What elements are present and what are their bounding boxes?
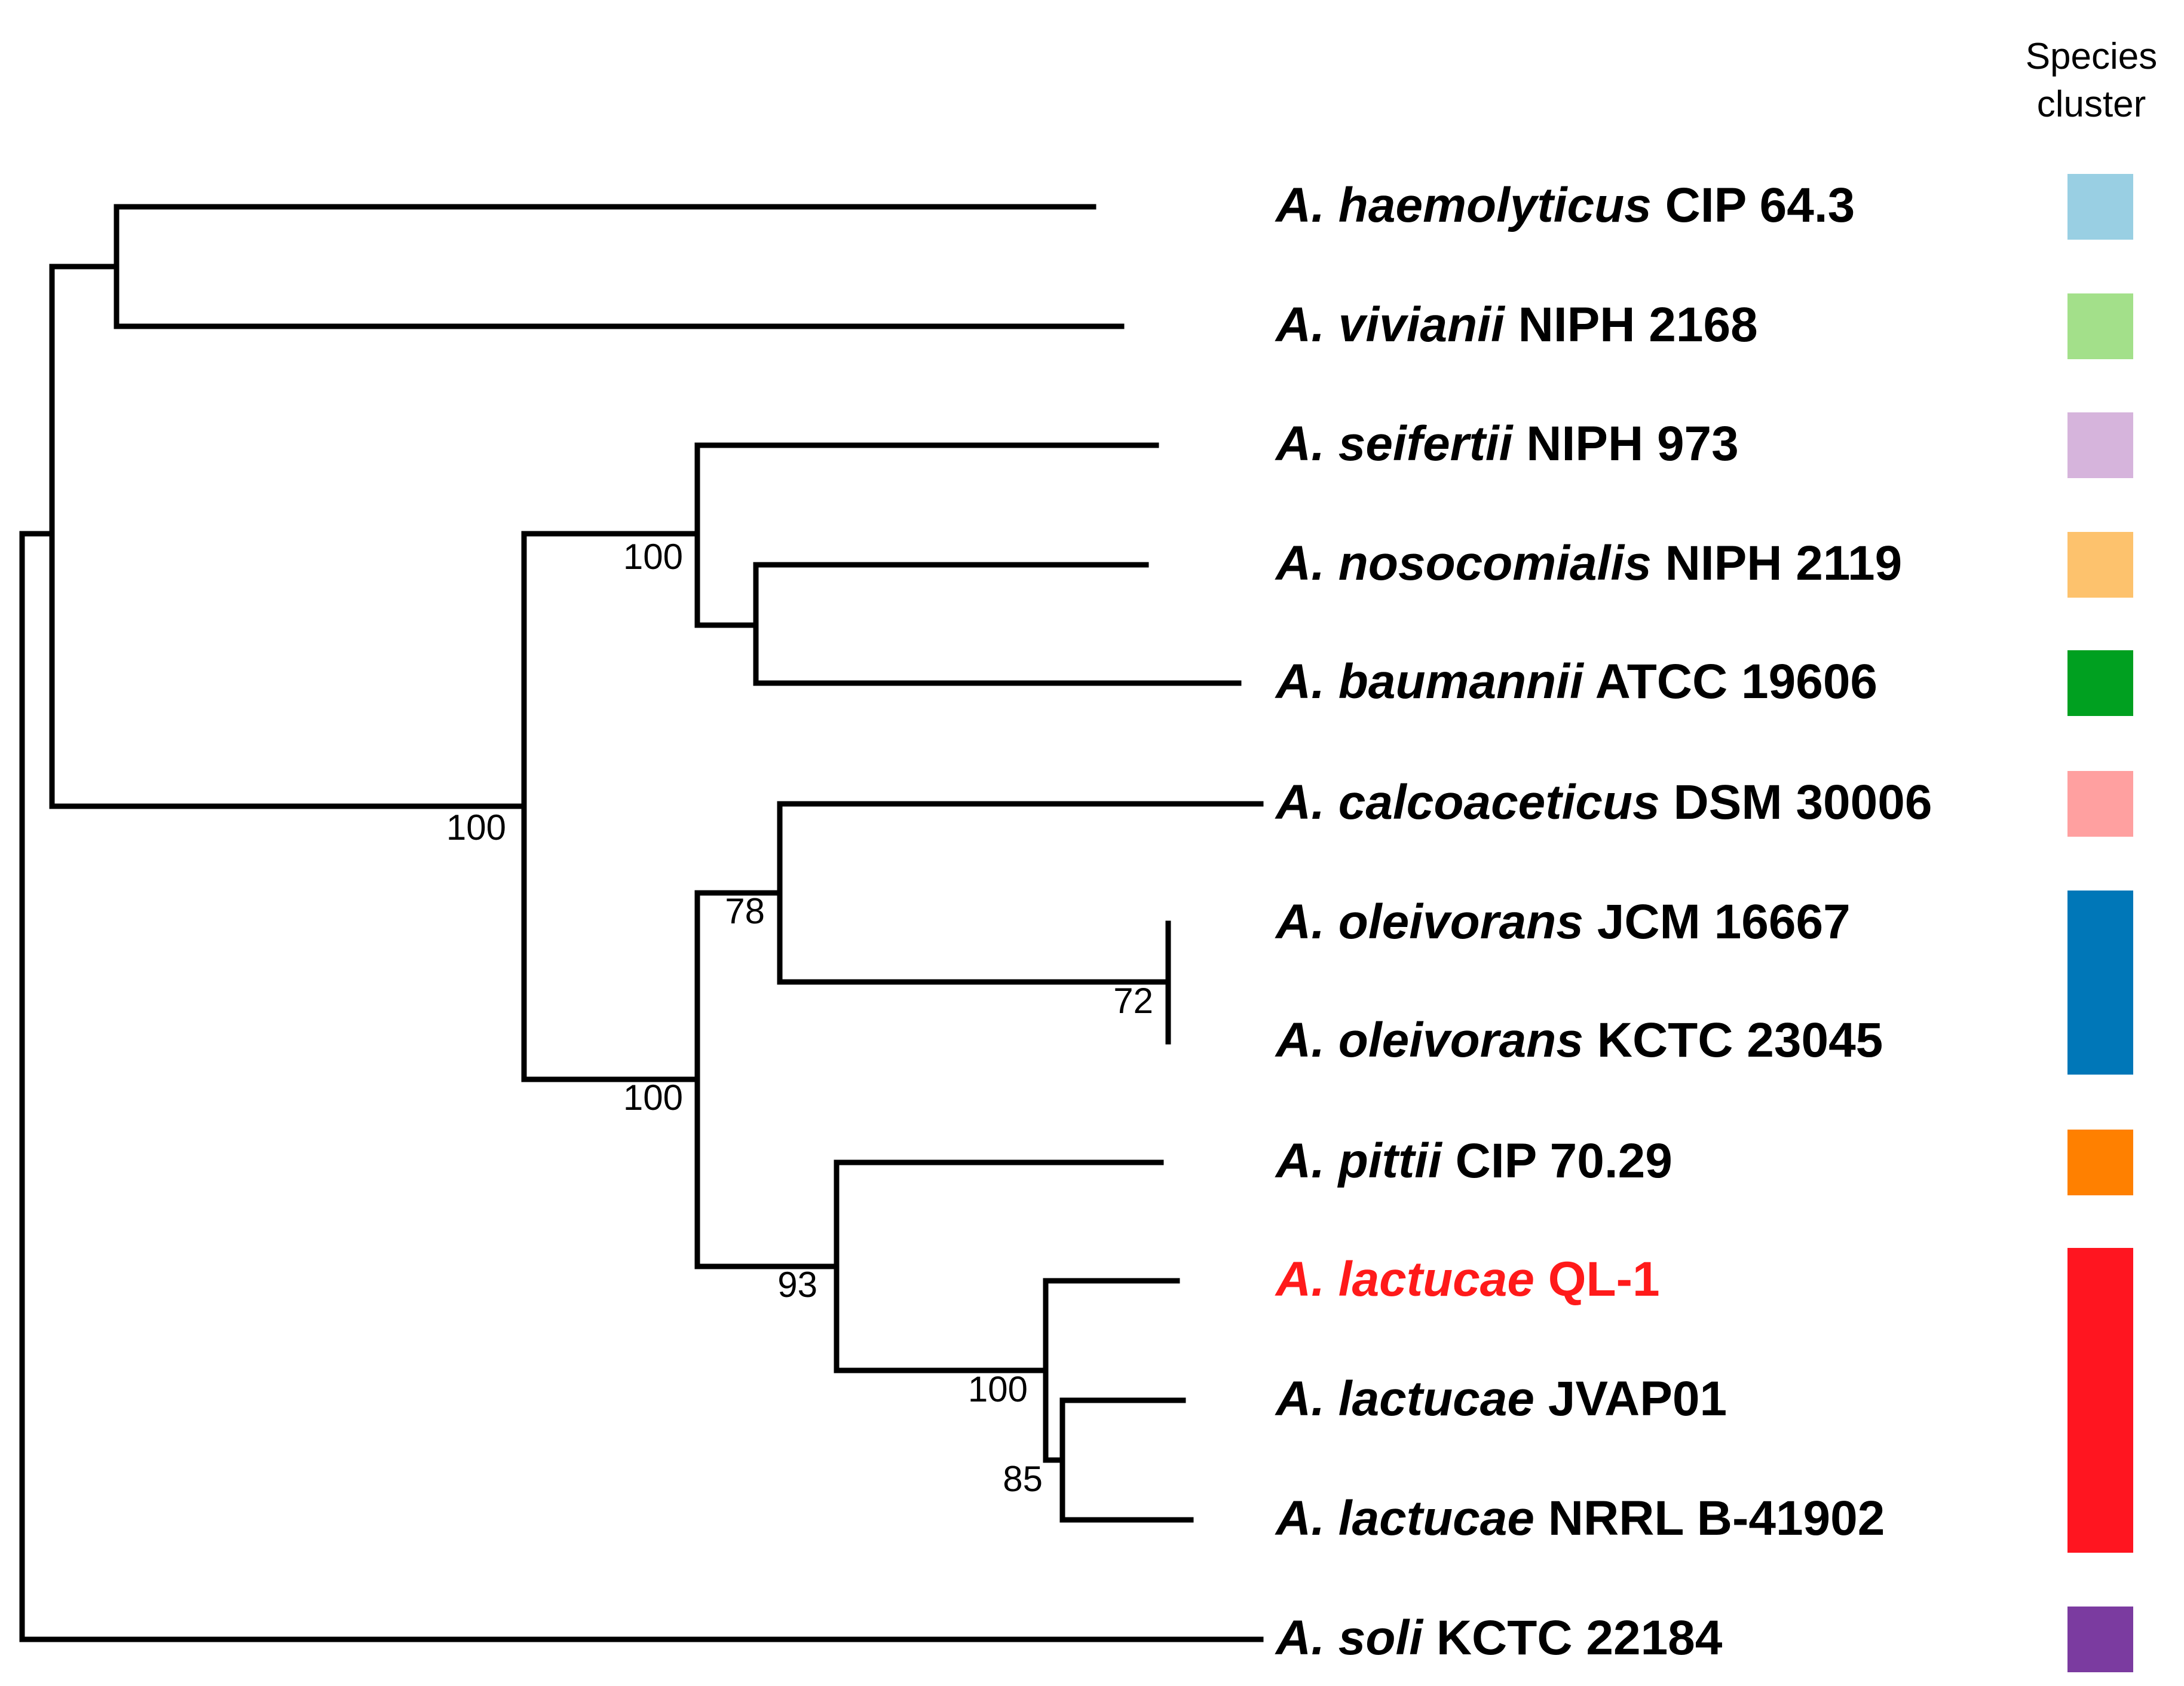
species-cluster-bar <box>2067 891 2133 1075</box>
species-cluster-bar <box>2067 650 2133 716</box>
taxon-species-name: A. lactucae <box>1275 1491 1534 1546</box>
species-cluster-bars <box>2067 174 2133 1672</box>
taxon-species-name: A. oleivorans <box>1275 895 1583 949</box>
taxon-species-name: A. lactucae <box>1275 1252 1534 1306</box>
taxon-label: A. oleivorans KCTC 23045 <box>1275 1013 1883 1067</box>
taxon-label-highlighted: A. lactucae QL-1 <box>1275 1252 1660 1306</box>
taxon-strain: CIP 64.3 <box>1652 178 1855 232</box>
taxon-species-name: A. nosocomialis <box>1275 536 1652 590</box>
bootstrap-value: 85 <box>1003 1459 1043 1499</box>
taxon-label: A. lactucae NRRL B-41902 <box>1275 1491 1885 1546</box>
taxon-label: A. vivianii NIPH 2168 <box>1275 298 1758 352</box>
bootstrap-value: 100 <box>446 807 506 847</box>
species-cluster-bar <box>2067 293 2133 359</box>
taxon-species-name: A. oleivorans <box>1275 1013 1583 1067</box>
species-cluster-bar <box>2067 771 2133 837</box>
taxon-label: A. seifertii NIPH 973 <box>1275 417 1739 471</box>
taxon-strain: NRRL B-41902 <box>1534 1491 1885 1546</box>
taxon-strain: CIP 70.29 <box>1442 1134 1673 1188</box>
taxon-strain: NIPH 2119 <box>1652 536 1902 590</box>
taxon-strain: DSM 30006 <box>1660 775 1932 830</box>
species-cluster-bar <box>2067 1130 2133 1195</box>
taxon-species-name: A. lactucae <box>1275 1372 1534 1426</box>
taxon-strain: KCTC 23045 <box>1583 1013 1883 1067</box>
species-cluster-legend-header: Species cluster <box>2002 33 2181 128</box>
taxon-species-name: A. baumannii <box>1275 654 1585 709</box>
bootstrap-value: 100 <box>623 537 683 577</box>
species-cluster-bar <box>2067 412 2133 478</box>
taxon-species-name: A. calcoaceticus <box>1275 775 1660 830</box>
bootstrap-labels: 100 100 78 72 100 93 100 85 <box>446 537 1153 1499</box>
taxon-species-name: A. pittii <box>1275 1134 1443 1188</box>
species-cluster-bar <box>2067 1607 2133 1672</box>
species-cluster-bar <box>2067 1248 2133 1553</box>
species-cluster-bar <box>2067 174 2133 240</box>
species-cluster-bar <box>2067 532 2133 598</box>
taxon-label: A. soli KCTC 22184 <box>1275 1611 1723 1665</box>
bootstrap-value: 100 <box>968 1369 1028 1409</box>
taxon-label: A. calcoaceticus DSM 30006 <box>1275 775 1932 830</box>
taxon-strain: JVAP01 <box>1534 1372 1727 1426</box>
bootstrap-value: 93 <box>777 1265 817 1305</box>
bootstrap-value: 72 <box>1113 981 1153 1021</box>
bootstrap-value: 78 <box>725 891 765 931</box>
taxon-strain: QL-1 <box>1534 1252 1660 1306</box>
taxon-label: A. baumannii ATCC 19606 <box>1275 654 1877 709</box>
taxon-label: A. lactucae JVAP01 <box>1275 1372 1727 1426</box>
taxon-label: A. haemolyticus CIP 64.3 <box>1275 178 1855 232</box>
bootstrap-value: 100 <box>623 1078 683 1118</box>
taxon-strain: NIPH 973 <box>1512 417 1738 471</box>
taxon-strain: NIPH 2168 <box>1505 298 1758 352</box>
taxon-species-name: A. haemolyticus <box>1275 178 1652 232</box>
taxon-label: A. pittii CIP 70.29 <box>1275 1134 1673 1188</box>
taxon-strain: JCM 16667 <box>1583 895 1851 949</box>
taxon-strain: KCTC 22184 <box>1423 1611 1723 1665</box>
legend-header-line2: cluster <box>2036 84 2146 125</box>
taxon-labels: A. haemolyticus CIP 64.3 A. vivianii NIPH… <box>1275 178 1932 1665</box>
taxon-species-name: A. vivianii <box>1275 298 1506 352</box>
taxon-strain: ATCC 19606 <box>1583 654 1877 709</box>
taxon-label: A. nosocomialis NIPH 2119 <box>1275 536 1902 590</box>
taxon-species-name: A. seifertii <box>1275 417 1514 471</box>
legend-header-line1: Species <box>2025 36 2158 77</box>
tree-branches <box>19 204 1264 1642</box>
taxon-label: A. oleivorans JCM 16667 <box>1275 895 1851 949</box>
taxon-species-name: A. soli <box>1275 1611 1424 1665</box>
